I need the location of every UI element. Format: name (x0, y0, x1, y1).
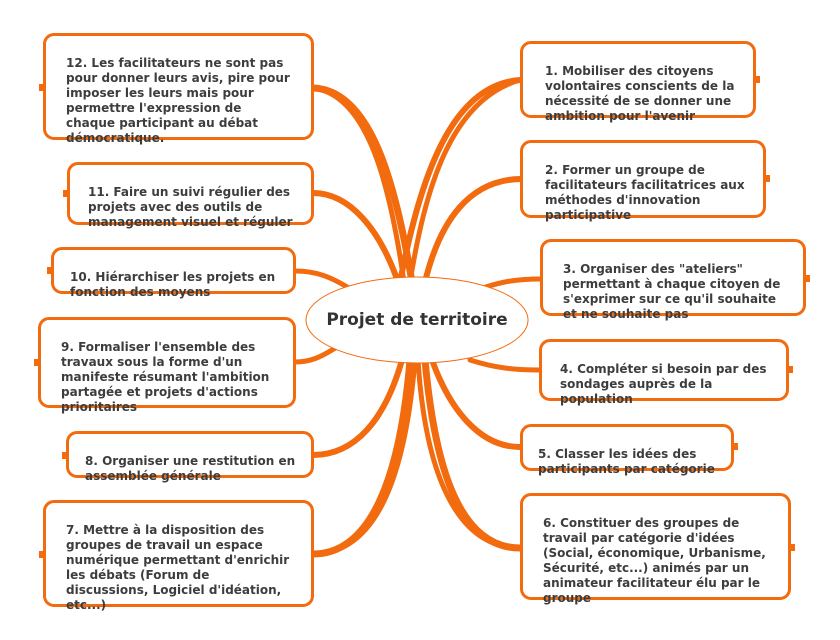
topic-text: 2. Former un groupe de facilitateurs fac… (545, 163, 745, 222)
collapse-handle-2[interactable] (766, 175, 770, 182)
collapse-handle-1[interactable] (756, 76, 760, 83)
topic-node-3[interactable]: 3. Organiser des "ateliers" permettant à… (540, 239, 806, 321)
topic-node-7[interactable]: 7. Mettre à la disposition des groupes d… (43, 500, 314, 612)
topic-text: 8. Organiser une restitution en assemblé… (85, 454, 296, 483)
collapse-handle-3[interactable] (806, 275, 810, 282)
topic-node-6[interactable]: 6. Constituer des groupes de travail par… (520, 493, 791, 605)
topic-node-4[interactable]: 4. Compléter si besoin par des sondages … (539, 339, 789, 406)
topic-text: 1. Mobiliser des citoyens volontaires co… (545, 64, 735, 123)
central-topic[interactable]: Projet de territoire (306, 277, 528, 363)
branch-7 (309, 356, 414, 558)
topic-node-2[interactable]: 2. Former un groupe de facilitateurs fac… (520, 140, 766, 222)
collapse-handle-5[interactable] (734, 443, 738, 450)
topic-text: 5. Classer les idées des participants pa… (538, 447, 715, 476)
collapse-handle-7[interactable] (39, 551, 43, 558)
topic-text: 6. Constituer des groupes de travail par… (543, 516, 766, 605)
topic-text: 3. Organiser des "ateliers" permettant à… (563, 262, 781, 321)
branch-6 (421, 356, 524, 552)
topic-text: 7. Mettre à la disposition des groupes d… (66, 523, 290, 612)
collapse-handle-6[interactable] (791, 544, 795, 551)
collapse-handle-8[interactable] (62, 452, 66, 459)
topic-text: 11. Faire un suivi régulier des projets … (88, 185, 293, 229)
topic-node-5[interactable]: 5. Classer les idées des participants pa… (520, 424, 734, 476)
topic-node-1[interactable]: 1. Mobiliser des citoyens volontaires co… (520, 41, 756, 123)
collapse-handle-11[interactable] (63, 190, 67, 197)
topic-node-8[interactable]: 8. Organiser une restitution en assemblé… (66, 431, 314, 483)
topic-node-10[interactable]: 10. Hiérarchiser les projets en fonction… (51, 247, 296, 299)
topic-text: 9. Formaliser l'ensemble des travaux sou… (61, 340, 270, 414)
collapse-handle-9[interactable] (34, 359, 38, 366)
branch-2 (422, 176, 523, 285)
branch-4 (467, 357, 542, 373)
collapse-handle-4[interactable] (789, 366, 793, 373)
branch-8 (310, 357, 405, 458)
topic-node-11[interactable]: 11. Faire un suivi régulier des projets … (67, 162, 314, 229)
topic-node-12[interactable]: 12. Les facilitateurs ne sont pas pour d… (43, 33, 314, 145)
topic-node-9[interactable]: 9. Formaliser l'ensemble des travaux sou… (38, 317, 296, 414)
branch-11 (310, 190, 401, 285)
collapse-handle-12[interactable] (39, 84, 43, 91)
topic-text: 4. Compléter si besoin par des sondages … (560, 362, 767, 406)
collapse-handle-10[interactable] (47, 267, 51, 274)
topic-text: 12. Les facilitateurs ne sont pas pour d… (66, 56, 290, 145)
topic-text: 10. Hiérarchiser les projets en fonction… (70, 270, 276, 299)
central-topic-label: Projet de territoire (326, 310, 508, 330)
branch-5 (429, 357, 523, 450)
center-ellipse (305, 276, 529, 364)
